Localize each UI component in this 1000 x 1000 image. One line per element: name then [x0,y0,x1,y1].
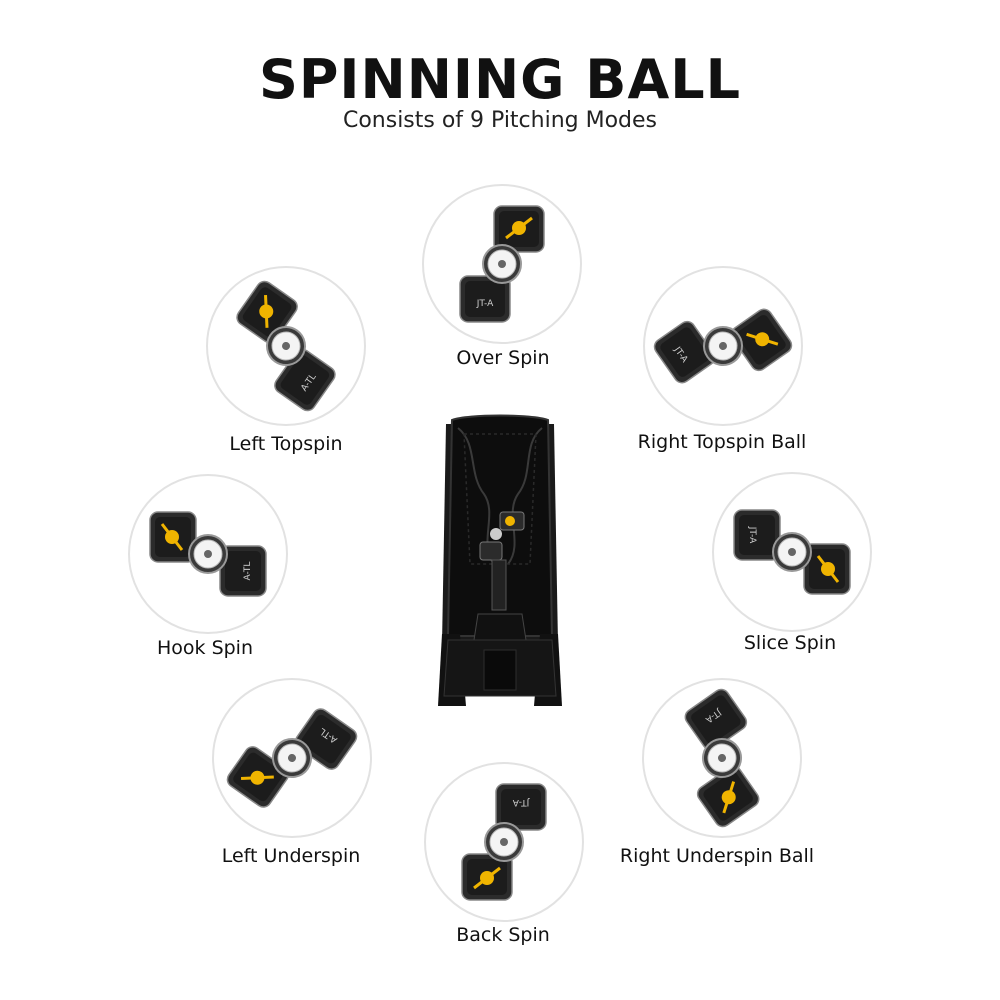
mode-label-right-underspin-ball: Right Underspin Ball [619,845,815,867]
pitch-head-icon: JT-A [733,509,851,595]
mode-circle: JT-A [642,678,802,838]
page-subtitle: Consists of 9 Pitching Modes [342,108,658,133]
mode-circle: A-TL [206,266,366,426]
mode-slice-spin: JT-A [712,472,872,632]
pitch-head-icon: JT-A [684,688,760,828]
pitch-head-icon: JT-A [461,783,547,901]
mode-label-slice-spin: Slice Spin [743,632,837,654]
mode-circle: JT-A [424,762,584,922]
pitch-head-model-text: JT-A [476,299,494,309]
mode-circle: A-TL [212,678,372,838]
mode-left-underspin: A-TL [212,678,372,838]
pitching-machine-illustration [438,414,562,706]
pitch-head-model-text: A-TL [243,562,253,581]
pitch-head-icon: A-TL [226,708,358,808]
mode-label-left-underspin: Left Underspin [221,845,361,867]
mode-right-underspin-ball: JT-A [642,678,802,838]
mode-circle: JT-A [422,184,582,344]
pitch-head-icon: A-TL [236,280,336,412]
mode-back-spin: JT-A [424,762,584,922]
mode-right-topspin-ball: JT-A [643,266,803,426]
pitch-head-model-text: JT-A [512,797,530,807]
mode-label-over-spin: Over Spin [456,347,550,369]
mode-over-spin: JT-A [422,184,582,344]
page-title: SPINNING BALL [258,48,742,111]
pitch-head-icon: A-TL [149,511,267,597]
mode-circle: A-TL [128,474,288,634]
mode-circle: JT-A [712,472,872,632]
mode-left-topspin: A-TL [206,266,366,426]
pitch-head-icon: JT-A [459,205,545,323]
mode-label-hook-spin: Hook Spin [156,637,254,659]
mode-hook-spin: A-TL [128,474,288,634]
mode-circle: JT-A [643,266,803,426]
pitch-head-icon: JT-A [653,308,793,384]
mode-label-right-topspin-ball: Right Topspin Ball [637,431,807,453]
pitch-head-model-text: JT-A [747,526,757,544]
mode-label-back-spin: Back Spin [456,924,550,946]
mode-label-left-topspin: Left Topspin [229,433,343,455]
